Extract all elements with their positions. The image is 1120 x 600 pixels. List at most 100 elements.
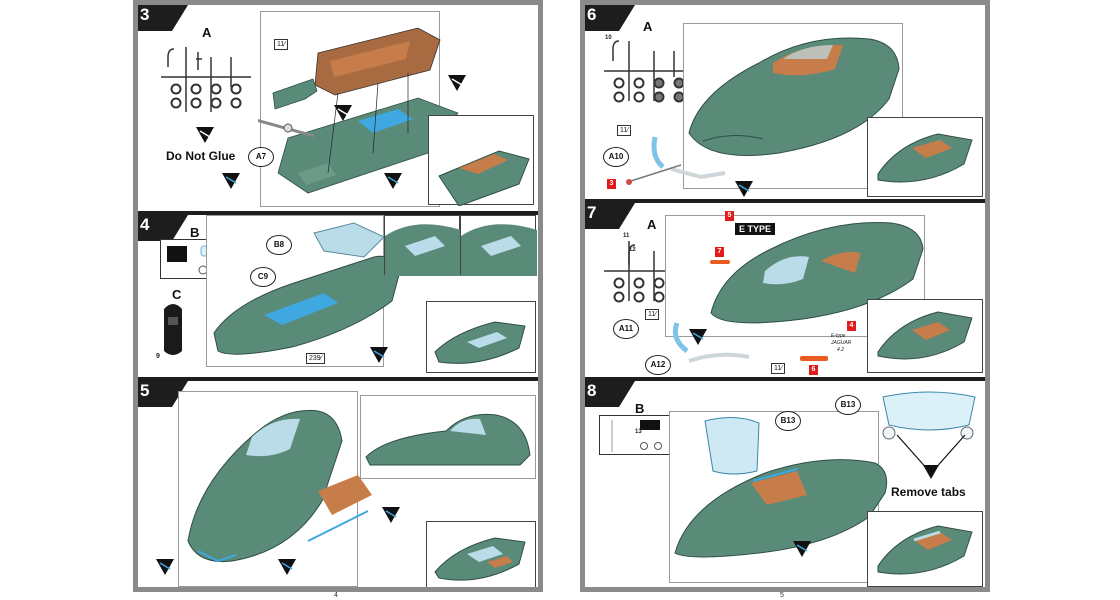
glue-icon (793, 541, 811, 557)
step-8-result-thumbnail (867, 511, 983, 587)
decal-number: 3 (607, 179, 616, 189)
chassis-part-c (164, 304, 182, 355)
step-divider (585, 199, 985, 203)
decal-number: 7 (715, 247, 724, 257)
step-number: 3 (140, 5, 150, 24)
step-7-result-thumbnail (867, 299, 983, 373)
script-decal-line: 4.2 (837, 347, 844, 353)
step-band (138, 215, 188, 241)
step-7: 7 A 11 12 5 E TYPE 7 4 E-type JAGUAR 4.2 (585, 203, 985, 379)
remove-tabs-instruction: Remove tabs (891, 485, 966, 499)
car-underbody-view (187, 409, 372, 563)
step-divider (138, 211, 538, 215)
step-number: 5 (140, 381, 150, 400)
windscreen-detail (882, 391, 976, 440)
paint-reference: 11⁄ (617, 125, 632, 136)
step-band (585, 5, 635, 31)
step-3: 3 A (138, 5, 538, 213)
paint-reference: 11⁄ (645, 309, 660, 320)
glue-icon (156, 559, 174, 575)
paint-number: 11 (648, 311, 656, 318)
script-decal-line: E-type (831, 333, 846, 339)
step-number: 4 (140, 215, 150, 234)
step-divider (585, 377, 985, 381)
car-body-view (674, 459, 888, 558)
glue-icon (334, 105, 352, 121)
sprue-diagram (604, 40, 694, 103)
paint-number: 239 (309, 355, 321, 362)
car-side-view (365, 413, 531, 466)
step-5: 5 (138, 381, 538, 587)
car-body-view (710, 222, 924, 324)
step-5-result-thumbnail (426, 521, 536, 587)
part-callout: A12 (645, 355, 671, 375)
brush-icon: ⁄ (781, 365, 783, 372)
script-decal-line: JAGUAR (831, 340, 852, 346)
sprue-diagram (161, 47, 251, 112)
decal-number: 4 (847, 321, 856, 331)
step-number: 7 (587, 203, 597, 222)
brush-icon: ⁄ (655, 311, 657, 318)
glue-icon (689, 329, 707, 345)
glue-icon (370, 347, 388, 363)
step-8: 8 B 13 B13 B13 (585, 381, 985, 587)
sprue-letter: B (190, 225, 200, 240)
car-body-view (688, 37, 900, 156)
page-number: 4 (334, 592, 338, 599)
glue-icon (735, 181, 753, 197)
sprue-letter: A (643, 19, 653, 34)
sprue-part-number: 10 (605, 35, 612, 41)
step-6: 6 A 10 11⁄ A10 3 (585, 5, 985, 201)
remove-tabs-arrows (896, 434, 966, 479)
brush-icon: ⁄ (284, 41, 286, 48)
glue-icon (384, 173, 402, 189)
step-band (585, 203, 635, 229)
red-decal-strip (710, 260, 730, 264)
bumper-part (626, 136, 726, 185)
brush-icon: ⁄ (320, 355, 322, 362)
paint-number: 11 (277, 41, 285, 48)
sprue-letter: C (172, 287, 182, 302)
detail-inset-2 (460, 215, 537, 276)
body-shell-view (213, 222, 401, 355)
glue-icon (222, 173, 240, 189)
sprue-part-number: 13 (635, 429, 642, 435)
paint-reference: 11⁄ (771, 363, 786, 374)
step-number: 6 (587, 5, 597, 24)
decal-number: 5 (725, 211, 734, 221)
glue-icon (448, 75, 466, 91)
step-band (585, 381, 635, 407)
sprue-letter: A (202, 25, 212, 40)
windscreen-part (704, 417, 760, 475)
brush-icon: ⁄ (627, 127, 629, 134)
part-callout: A7 (248, 147, 274, 167)
sprue-part-number: 11 (623, 233, 630, 239)
glue-icon (196, 127, 214, 143)
page-number: 5 (780, 592, 784, 599)
chassis-number: 9 (156, 353, 160, 360)
step-divider (138, 377, 538, 381)
part-callout: A10 (603, 147, 629, 167)
step-number: 8 (587, 381, 597, 400)
decal-number: 6 (809, 365, 818, 375)
step-3-result-thumbnail (428, 115, 534, 206)
instruction-page-right: 6 A 10 11⁄ A10 3 (580, 0, 990, 592)
part-callout: A11 (613, 319, 639, 339)
instruction-page-left: 3 A (133, 0, 543, 592)
sprue-letter: B (635, 401, 645, 416)
part-callout: B8 (266, 235, 292, 255)
sprue-b-diagram (599, 415, 671, 455)
step-4: 4 B C 9 B8 C9 239⁄ (138, 215, 538, 375)
paint-reference: 239⁄ (306, 353, 325, 364)
part-callout: B13 (775, 411, 801, 431)
glue-icon (278, 559, 296, 575)
part-callout: C9 (250, 267, 276, 287)
glue-icon (382, 507, 400, 523)
step-band (138, 381, 188, 407)
do-not-glue-warning: Do Not Glue (166, 149, 236, 163)
paint-number: 11 (620, 127, 628, 134)
sprue-letter: A (647, 217, 657, 232)
step-band (138, 5, 188, 31)
paint-reference: 11⁄ (274, 39, 289, 50)
sprue-part-number: 12 (629, 247, 636, 253)
